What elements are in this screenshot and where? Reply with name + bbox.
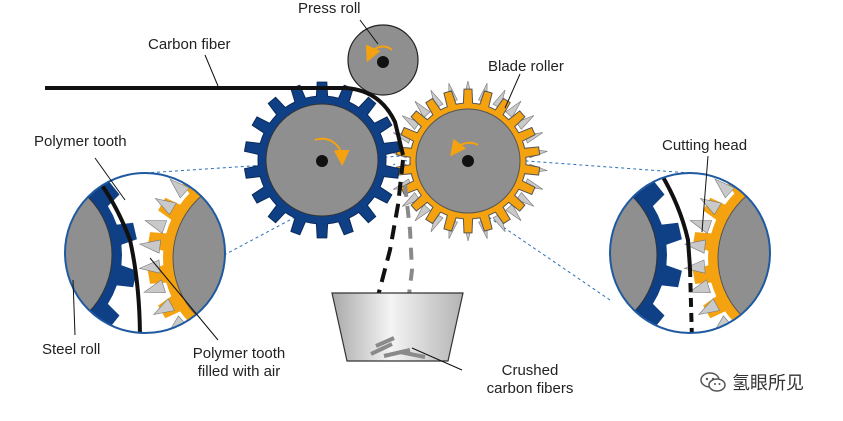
label-blade-roller: Blade roller (488, 58, 564, 75)
blade-spike (401, 115, 420, 130)
zoom-right-spike (683, 259, 706, 274)
carbon-fiber-line (45, 86, 405, 156)
blade-spike (401, 192, 421, 207)
label-crushed-line2: carbon fibers (486, 380, 574, 397)
zoom-right-spike (729, 330, 749, 333)
label-polymer-tooth-air: Polymer tooth filled with air (178, 345, 300, 381)
zoom-left-spike (321, 318, 340, 337)
zoom-right-spike (689, 220, 713, 234)
zoom-left-spike (154, 198, 177, 216)
zoom-left-spike (152, 298, 176, 315)
label-crushed-fibers: Crushed carbon fibers (470, 362, 590, 398)
watermark: 氢眼所见 (700, 370, 804, 394)
zoom-left-spike (349, 263, 370, 276)
zoom-left-spike (138, 239, 162, 254)
blade-spike (414, 100, 431, 119)
label-polymer-tooth-air-line1: Polymer tooth (192, 345, 286, 362)
leader-lines (72, 19, 709, 371)
zoom-right-spike (815, 145, 828, 166)
label-carbon-fiber: Carbon fiber (148, 36, 231, 53)
blade-spike (515, 115, 535, 130)
zoom-left-spike (143, 279, 166, 293)
zoom-left-frame (64, 172, 226, 334)
label-crushed-line1: Crushed (501, 362, 559, 379)
zoom-right-spike (714, 178, 735, 199)
steel-roll-gear (243, 81, 401, 239)
label-polymer-tooth-air-line2: filled with air (197, 363, 281, 380)
zoom-right-spike (834, 153, 843, 174)
zoom-left-spike (187, 173, 206, 184)
watermark-text: 氢眼所见 (732, 373, 804, 393)
blade-spike (516, 192, 535, 207)
label-steel-roll: Steel roll (42, 341, 101, 358)
press-roll (347, 24, 419, 96)
zoom-left-spike (305, 333, 322, 353)
zoom-left-spike (138, 259, 161, 274)
blade-spike (505, 100, 522, 118)
zoom-right-spike (795, 142, 809, 162)
blade-roller-gear (388, 80, 548, 242)
zoom-right-spike (775, 144, 788, 165)
zoom-right-spike (697, 298, 721, 315)
zoom-right-spike (772, 350, 785, 371)
zoom-right-spike (831, 343, 843, 364)
zoom-right-spike (754, 173, 770, 174)
zoom-right-spike (751, 342, 766, 363)
blade-spike (505, 203, 522, 222)
zoom-right-spike (688, 279, 711, 293)
zoom-right-frame (609, 172, 771, 334)
zoom-left-spike (169, 178, 190, 199)
zoom-left-spike (144, 220, 168, 234)
zoom-left-spike (230, 144, 243, 165)
zoom-left-spike (209, 173, 225, 174)
zoom-right-spike (732, 173, 751, 184)
wechat-icon (700, 372, 726, 392)
collection-bin (331, 292, 464, 362)
falling-fiber-dashes (376, 159, 405, 297)
zoom-right-spike (699, 198, 722, 216)
blade-spike (414, 204, 431, 222)
zoom-right-spike (812, 351, 825, 372)
label-cutting-head: Cutting head (662, 137, 748, 154)
label-press-roll: Press roll (298, 0, 361, 17)
zoom-left-spike (350, 243, 371, 256)
label-polymer-tooth: Polymer tooth (34, 133, 127, 150)
